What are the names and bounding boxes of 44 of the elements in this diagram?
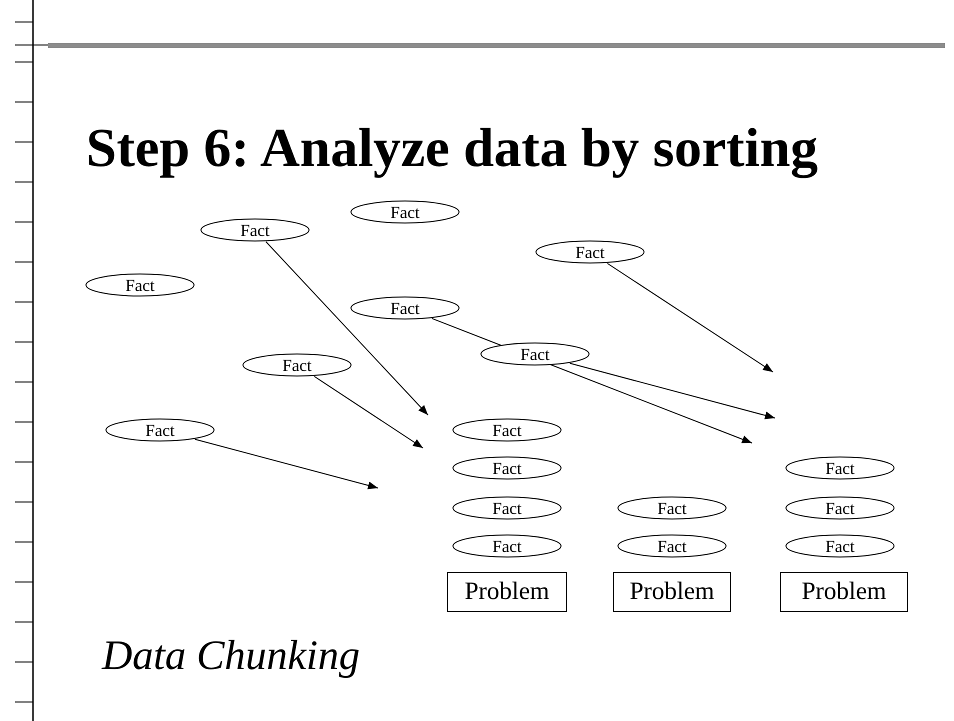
arrow (194, 438, 378, 490)
fact-ellipse (452, 534, 562, 558)
fact-text: Fact (390, 204, 420, 220)
arrow (569, 362, 776, 420)
fact-ellipse (85, 273, 195, 297)
slide-note: Data Chunking (102, 632, 360, 680)
fact-text: Fact (282, 356, 312, 374)
fact-ellipse (452, 456, 562, 480)
problem-box: Problem (780, 572, 908, 612)
fact-text: Fact (145, 422, 175, 438)
fact-ellipse (785, 496, 895, 520)
fact-ellipse (350, 296, 460, 320)
fact-text: Fact (125, 276, 155, 294)
fact-ellipse (617, 534, 727, 558)
fact-text: Fact (657, 538, 687, 554)
fact-text: Fact (657, 500, 687, 516)
slide-title: Step 6: Analyze data by sorting (86, 118, 818, 178)
fact-ellipse (535, 240, 645, 264)
problem-box: Problem (447, 572, 567, 612)
fact-text: Fact (825, 460, 855, 476)
fact-ellipse (785, 456, 895, 480)
fact-ellipse (452, 418, 562, 442)
fact-text: Fact (492, 422, 522, 438)
arrow (266, 241, 428, 416)
fact-text: Fact (240, 222, 270, 238)
fact-ellipse (452, 496, 562, 520)
fact-ellipse (200, 218, 310, 242)
fact-text: Fact (492, 460, 522, 476)
fact-text: Fact (492, 500, 522, 516)
fact-ellipse (480, 342, 590, 366)
fact-text: Fact (520, 346, 550, 362)
fact-text: Fact (575, 244, 605, 260)
fact-ellipse (242, 353, 352, 377)
fact-text: Fact (825, 538, 855, 554)
arrow (606, 262, 774, 372)
fact-text: Fact (492, 538, 522, 554)
fact-text: Fact (390, 300, 420, 316)
fact-text: Fact (825, 500, 855, 516)
problem-box: Problem (613, 572, 731, 612)
fact-ellipse (350, 200, 460, 224)
fact-ellipse (785, 534, 895, 558)
arrow (314, 376, 424, 448)
fact-ellipse (617, 496, 727, 520)
fact-ellipse (105, 418, 215, 442)
